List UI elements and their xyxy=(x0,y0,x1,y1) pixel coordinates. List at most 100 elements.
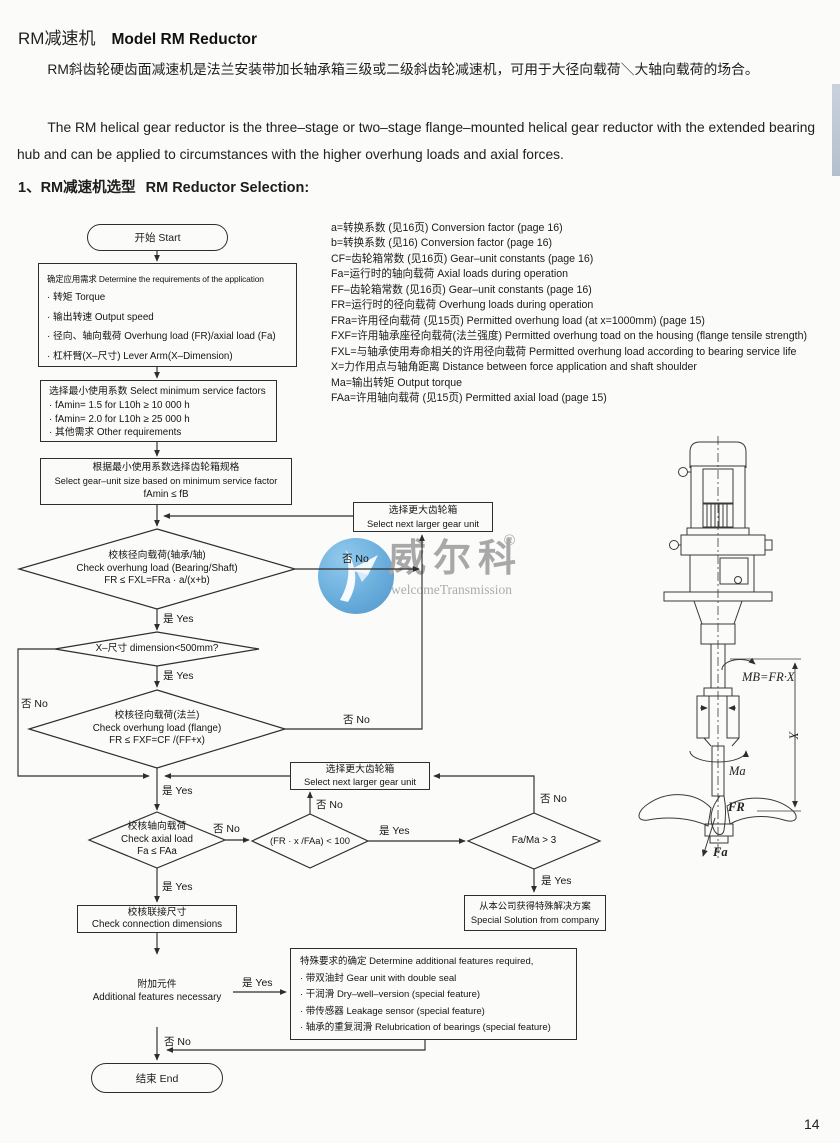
legend-item: FAa=许用轴向载荷 (见15页) Permitted axial load (… xyxy=(331,391,607,404)
node-line: · 径向、轴向载荷 Overhung load (FR)/axial load … xyxy=(47,331,276,342)
lifting-eye-mid xyxy=(669,540,679,550)
watermark-swoosh-icon xyxy=(340,550,378,602)
node-line: FR ≤ FXF=CF /(FF+x) xyxy=(109,735,205,746)
gearbox-body xyxy=(689,554,755,593)
diamond-fa-ma-shape xyxy=(466,812,602,870)
node-line: 特殊要求的确定 Determine additional features re… xyxy=(300,956,534,967)
edge-label-no: 否 No xyxy=(540,793,567,805)
legend-item: Fa=运行时的轴向载荷 Axial loads during operation xyxy=(331,268,568,281)
ma-rotation-arrow xyxy=(689,750,749,763)
features-required-node: 特殊要求的确定 Determine additional features re… xyxy=(290,948,577,1040)
start-node: 开始 Start xyxy=(87,224,228,251)
check-connection-node: 校核联接尺寸 Check connection dimensions xyxy=(77,905,237,933)
node-line: · 杠杆臂(X–尺寸) Lever Arm(X–Dimension) xyxy=(47,350,233,362)
decision-diamonds xyxy=(16,528,602,870)
edge-label-yes: 是 Yes xyxy=(162,881,193,893)
edge-label-yes: 是 Yes xyxy=(541,875,572,887)
x-dimension-node: X–尺寸 dimension<500mm? xyxy=(55,643,259,656)
node-line: Fa ≤ FAa xyxy=(137,846,177,857)
node-line: 校核径向载荷(法兰) xyxy=(114,710,200,721)
motor-ribs-frame xyxy=(702,503,734,528)
node-line: Select next larger gear unit xyxy=(303,776,417,787)
check-axial-node: 校核轴向载荷 Check axial load Fa ≤ FAa xyxy=(82,821,232,859)
edge-label-no: 否 No xyxy=(343,714,370,726)
watermark-brand-en: welcomeTransmission xyxy=(391,582,512,597)
node-line: Check overhung load (flange) xyxy=(92,722,222,734)
intro-paragraph-en: The RM helical gear reductor is the thre… xyxy=(17,120,816,162)
title-en: Model RM Reductor xyxy=(111,31,257,48)
node-line: · 带双油封 Gear unit with double seal xyxy=(300,972,457,984)
node-line: · 轴承的重复润滑 Relubrication of bearings (spe… xyxy=(300,1022,551,1033)
node-line: FR ≤ FXL=FRa · a/(x+b) xyxy=(104,575,210,586)
node-line: · 输出转速 Output speed xyxy=(47,311,154,323)
impeller-hub-cap xyxy=(709,835,729,844)
node-line: Select next larger gear unit xyxy=(366,518,480,529)
page-title: RM减速机 Model RM Reductor xyxy=(18,24,257,49)
node-line: Additional features necessary xyxy=(92,991,222,1003)
legend-item: FRa=许用径向载荷 (见15页) Permitted overhung loa… xyxy=(331,314,705,327)
additional-features-node: 附加元件 Additional features necessary xyxy=(81,979,233,1004)
diamond-x-dimension-shape xyxy=(54,631,260,667)
impeller-blade-front xyxy=(710,795,726,835)
watermark-circle-icon xyxy=(318,538,394,614)
page-number: 14 xyxy=(804,1116,820,1132)
title-cn: RM减速机 xyxy=(18,29,96,48)
edge-xdim-no-loop xyxy=(17,648,150,779)
watermark-brand-cn: 威尔科 xyxy=(388,538,524,580)
legend-item: Ma=输出转矩 Output torque xyxy=(331,376,463,389)
node-line: fAmin ≤ fB xyxy=(143,489,189,501)
edge-label-no: 否 No xyxy=(164,1036,191,1048)
mb-moment-arrow xyxy=(721,657,756,671)
scan-edge-artifact xyxy=(832,84,840,176)
node-line: · 其他需求 Other requirements xyxy=(49,427,182,439)
lifting-eye-top xyxy=(678,467,688,477)
edge-label-no: 否 No xyxy=(342,553,369,565)
node-line: · 干润滑 Dry–well–version (special feature) xyxy=(300,989,481,1000)
shaft-coupling xyxy=(703,687,733,697)
node-line: · fAmin= 2.0 for L10h ≥ 25 000 h xyxy=(49,413,190,425)
node-line: 从本公司获得特殊解决方案 xyxy=(479,901,591,911)
node-line: 选择最小使用系数 Select minimum service factors xyxy=(49,386,266,397)
node-line: · fAmin= 1.5 for L10h ≥ 10 000 h xyxy=(49,399,190,411)
legend-item: CF=齿轮箱常数 (见16页) Gear–unit constants (pag… xyxy=(331,252,594,265)
motor-ribs xyxy=(706,504,728,527)
motor-window xyxy=(702,468,734,504)
check-flange-node: 校核径向载荷(法兰) Check overhung load (flange) … xyxy=(29,710,285,748)
legend-item: b=转换系数 (见16) Conversion factor (page 16) xyxy=(331,237,553,250)
bracket-left xyxy=(696,695,710,739)
node-line: 确定应用需求 Determine the requirements of the… xyxy=(47,274,264,284)
watermark-logo: 威尔科 ® welcomeTransmission xyxy=(316,532,636,614)
node-line: 附加元件 xyxy=(137,979,177,990)
end-node: 结束 End xyxy=(91,1063,223,1093)
gearbox-inner xyxy=(719,557,749,585)
section-heading-en: RM Reductor Selection: xyxy=(145,180,310,196)
node-line: Check axial load xyxy=(121,833,193,845)
edge-label-no: 否 No xyxy=(213,823,240,835)
edge-label-yes: 是 Yes xyxy=(162,785,193,797)
node-line: X–尺寸 dimension<500mm? xyxy=(95,643,219,654)
edge-label-yes: 是 Yes xyxy=(379,825,410,837)
gear-unit-size-node: 根据最小使用系数选择齿轮箱规格 Select gear–unit size ba… xyxy=(40,458,292,505)
dimension-extensions xyxy=(730,658,801,812)
legend-item: FXF=许用轴承座径向载荷(法兰强度) Permitted overhung t… xyxy=(331,330,808,343)
fa-force-label: Fa xyxy=(713,845,728,859)
ma-torque-label: Ma xyxy=(729,764,746,778)
gearbox-plug xyxy=(734,576,742,584)
edge-featuresbox-to-end xyxy=(166,1040,426,1053)
section-heading-cn: 1、RM减速机选型 xyxy=(18,180,136,196)
node-line: Check connection dimensions xyxy=(91,919,223,930)
node-line: (FR · x /FAa) < 100 xyxy=(270,835,350,846)
gearbox-tab xyxy=(764,539,773,551)
node-line: 校核联接尺寸 xyxy=(127,906,187,918)
bracket-feet xyxy=(703,737,740,747)
node-line: · 转矩 Torque xyxy=(47,292,106,303)
symbol-legend: a=转换系数 (见16页) Conversion factor (page 16… xyxy=(331,221,807,406)
intro-paragraph-cn: RM斜齿轮硬齿面减速机是法兰安装带加长轴承箱三级或二级斜齿轮减速机，可用于大径向… xyxy=(47,62,759,77)
service-factors-node: 选择最小使用系数 Select minimum service factors … xyxy=(40,380,277,442)
legend-item: FR=运行时的径向载荷 Overhung loads during operat… xyxy=(331,299,594,312)
select-larger-node-1: 选择更大齿轮箱 Select next larger gear unit xyxy=(353,502,493,532)
node-line: Select gear–unit size based on minimum s… xyxy=(54,475,278,486)
diamond-check-bearing-shape xyxy=(16,528,298,610)
